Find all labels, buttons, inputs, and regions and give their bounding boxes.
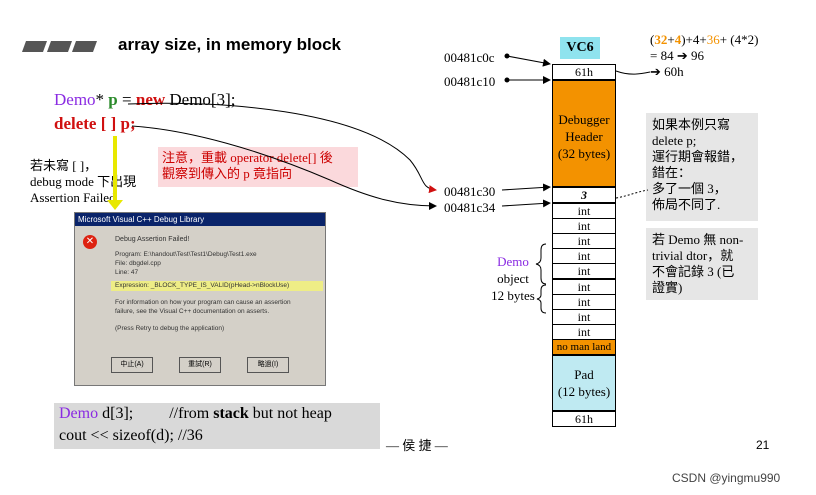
ignore-button[interactable]: 略過(I) bbox=[247, 357, 289, 373]
code-new: new bbox=[135, 90, 166, 109]
note-right-2: 若 Demo 無 non- trivial dtor，就 不會記錄 3 (已 證… bbox=[646, 228, 758, 300]
no-man-land: no man land bbox=[552, 339, 616, 355]
code-star: * bbox=[95, 90, 105, 109]
note-line: 若 Demo 無 non- bbox=[652, 232, 744, 247]
yellow-arrow-shaft bbox=[113, 136, 117, 204]
note-line: 運行期會報錯， bbox=[652, 149, 744, 164]
cookie-bottom: 61h bbox=[552, 411, 616, 427]
bottom-code-comment: //from bbox=[169, 405, 214, 422]
code-type: Demo bbox=[54, 90, 96, 109]
bottom-code-line-1: Demo d[3]; //from stack but not heap bbox=[59, 403, 380, 425]
demo-object-line: object bbox=[497, 271, 529, 286]
address-c0c: 00481c0c bbox=[444, 50, 495, 65]
debugger-header: Debugger Header (32 bytes) bbox=[552, 80, 616, 187]
curve-p-to-c30 bbox=[127, 102, 437, 194]
arrow-c34 bbox=[501, 199, 551, 208]
header-line: Debugger bbox=[558, 112, 610, 127]
left-note-line: Assertion Failed. bbox=[30, 190, 119, 205]
demo-object-line: 12 bytes bbox=[491, 288, 535, 303]
dialog-line: For information on how your program can … bbox=[115, 299, 291, 306]
array-count: 3 bbox=[552, 187, 616, 203]
author: — 侯 捷 — bbox=[386, 438, 448, 453]
bottom-code-stack: stack bbox=[213, 405, 249, 422]
address-c34: 00481c34 bbox=[444, 200, 496, 215]
count-leader bbox=[615, 189, 649, 199]
error-icon: ✕ bbox=[83, 235, 97, 249]
left-note-line: 若未寫 [ ]， bbox=[30, 158, 98, 173]
calc-part: )+4+ bbox=[681, 32, 707, 47]
code-line-1: Demo* p = new Demo[3]; bbox=[54, 90, 235, 110]
red-note-line: 注意，重載 operator delete[] 後 bbox=[162, 150, 333, 165]
calc-part: 4 bbox=[674, 32, 682, 47]
watermark: CSDN @yingmu990 bbox=[672, 471, 781, 485]
demo-brace-1 bbox=[535, 243, 547, 285]
note-line: delete p; bbox=[652, 133, 697, 148]
arrow-c30 bbox=[501, 183, 551, 192]
expression-highlight bbox=[111, 281, 323, 291]
code-var-p: p bbox=[108, 90, 118, 109]
curve-delete-to-c34 bbox=[131, 125, 437, 210]
dialog-expression: Expression: _BLOCK_TYPE_IS_VALID(pHead->… bbox=[115, 282, 290, 289]
dialog-line: (Press Retry to debug the application) bbox=[115, 325, 225, 332]
dialog-line: Program: E:\handout\Test\Test1\Debug\Tes… bbox=[115, 251, 257, 258]
debug-dialog: Microsoft Visual C++ Debug Library ✕ Deb… bbox=[74, 212, 326, 386]
yellow-arrow-head bbox=[107, 200, 123, 210]
calc-part: ( bbox=[650, 32, 655, 47]
note-line: 錯在： bbox=[652, 165, 692, 180]
code-assign: = bbox=[117, 90, 136, 109]
address-c10: 00481c10 bbox=[444, 74, 496, 89]
calc-line-2: = 84 ➔ 96 bbox=[650, 48, 704, 63]
demo-brace-2 bbox=[536, 284, 547, 314]
calc-part: + (4*2) bbox=[719, 32, 759, 47]
note-line: 證實) bbox=[652, 280, 683, 295]
bottom-code-type: Demo bbox=[59, 405, 99, 422]
dialog-heading: Debug Assertion Failed! bbox=[115, 236, 190, 243]
code-line-2: delete [ ] p; bbox=[54, 114, 136, 133]
note-line: 不會記錄 3 (已 bbox=[652, 264, 735, 279]
demo-object-line: Demo bbox=[497, 254, 529, 269]
pad-line: (12 bytes) bbox=[557, 384, 611, 399]
note-line: 多了一個 3， bbox=[652, 181, 727, 196]
abort-button[interactable]: 中止(A) bbox=[111, 357, 153, 373]
dialog-line: failure, see the Visual C++ documentatio… bbox=[115, 308, 270, 315]
size-calc: (32+4)+4+36+ (4*2) = 84 ➔ 96 ➔ 60h bbox=[650, 32, 758, 80]
arrow-c0c bbox=[506, 55, 551, 67]
retry-button[interactable]: 重試(R) bbox=[179, 357, 221, 373]
bottom-code: Demo d[3]; //from stack but not heap cout… bbox=[54, 403, 380, 449]
calc-part: + bbox=[667, 32, 675, 47]
calc-line-1: (32+4)+4+36+ (4*2) bbox=[650, 32, 758, 48]
note-line: 佈局不同了. bbox=[652, 197, 721, 212]
bottom-code-decl: d[3]; bbox=[98, 405, 134, 422]
note-line: trivial dtor，就 bbox=[652, 248, 734, 263]
dialog-title: Microsoft Visual C++ Debug Library bbox=[75, 213, 325, 226]
header-line: Header bbox=[565, 129, 603, 144]
note-right-1: 如果本例只寫 delete p; 運行期會報錯， 錯在： 多了一個 3， 佈局不… bbox=[646, 113, 758, 221]
pad-line: Pad bbox=[574, 367, 594, 382]
calc-line-3: ➔ 60h bbox=[650, 64, 684, 79]
bottom-code-line-2: cout << sizeof(d); //36 bbox=[59, 427, 203, 444]
cookie-top: 61h bbox=[552, 64, 616, 80]
red-note: 注意，重載 operator delete[] 後 觀察到傳入的 p 竟指向 bbox=[158, 147, 358, 187]
page-number: 21 bbox=[756, 438, 770, 452]
address-c30: 00481c30 bbox=[444, 184, 496, 199]
vc6-label: VC6 bbox=[560, 37, 600, 59]
demo-object-label: Demo object 12 bytes bbox=[488, 253, 538, 304]
calc-part: 32 bbox=[654, 32, 668, 47]
left-note: 若未寫 [ ]， debug mode 下出現 Assertion Failed… bbox=[30, 158, 136, 206]
dialog-line: File: dbgdel.cpp bbox=[115, 260, 161, 267]
page-title: array size, in memory block bbox=[118, 35, 341, 54]
pad-block: Pad (12 bytes) bbox=[552, 355, 616, 411]
left-note-line: debug mode 下出現 bbox=[30, 174, 137, 189]
red-note-line: 觀察到傳入的 p 竟指向 bbox=[162, 166, 293, 181]
calc-part: 36 bbox=[706, 32, 720, 47]
bottom-code-tail: but not heap bbox=[248, 405, 332, 422]
dialog-line: Line: 47 bbox=[115, 269, 139, 276]
cookie-leader bbox=[615, 70, 651, 75]
note-line: 如果本例只寫 bbox=[652, 117, 731, 132]
header-line: (32 bytes) bbox=[557, 146, 611, 161]
